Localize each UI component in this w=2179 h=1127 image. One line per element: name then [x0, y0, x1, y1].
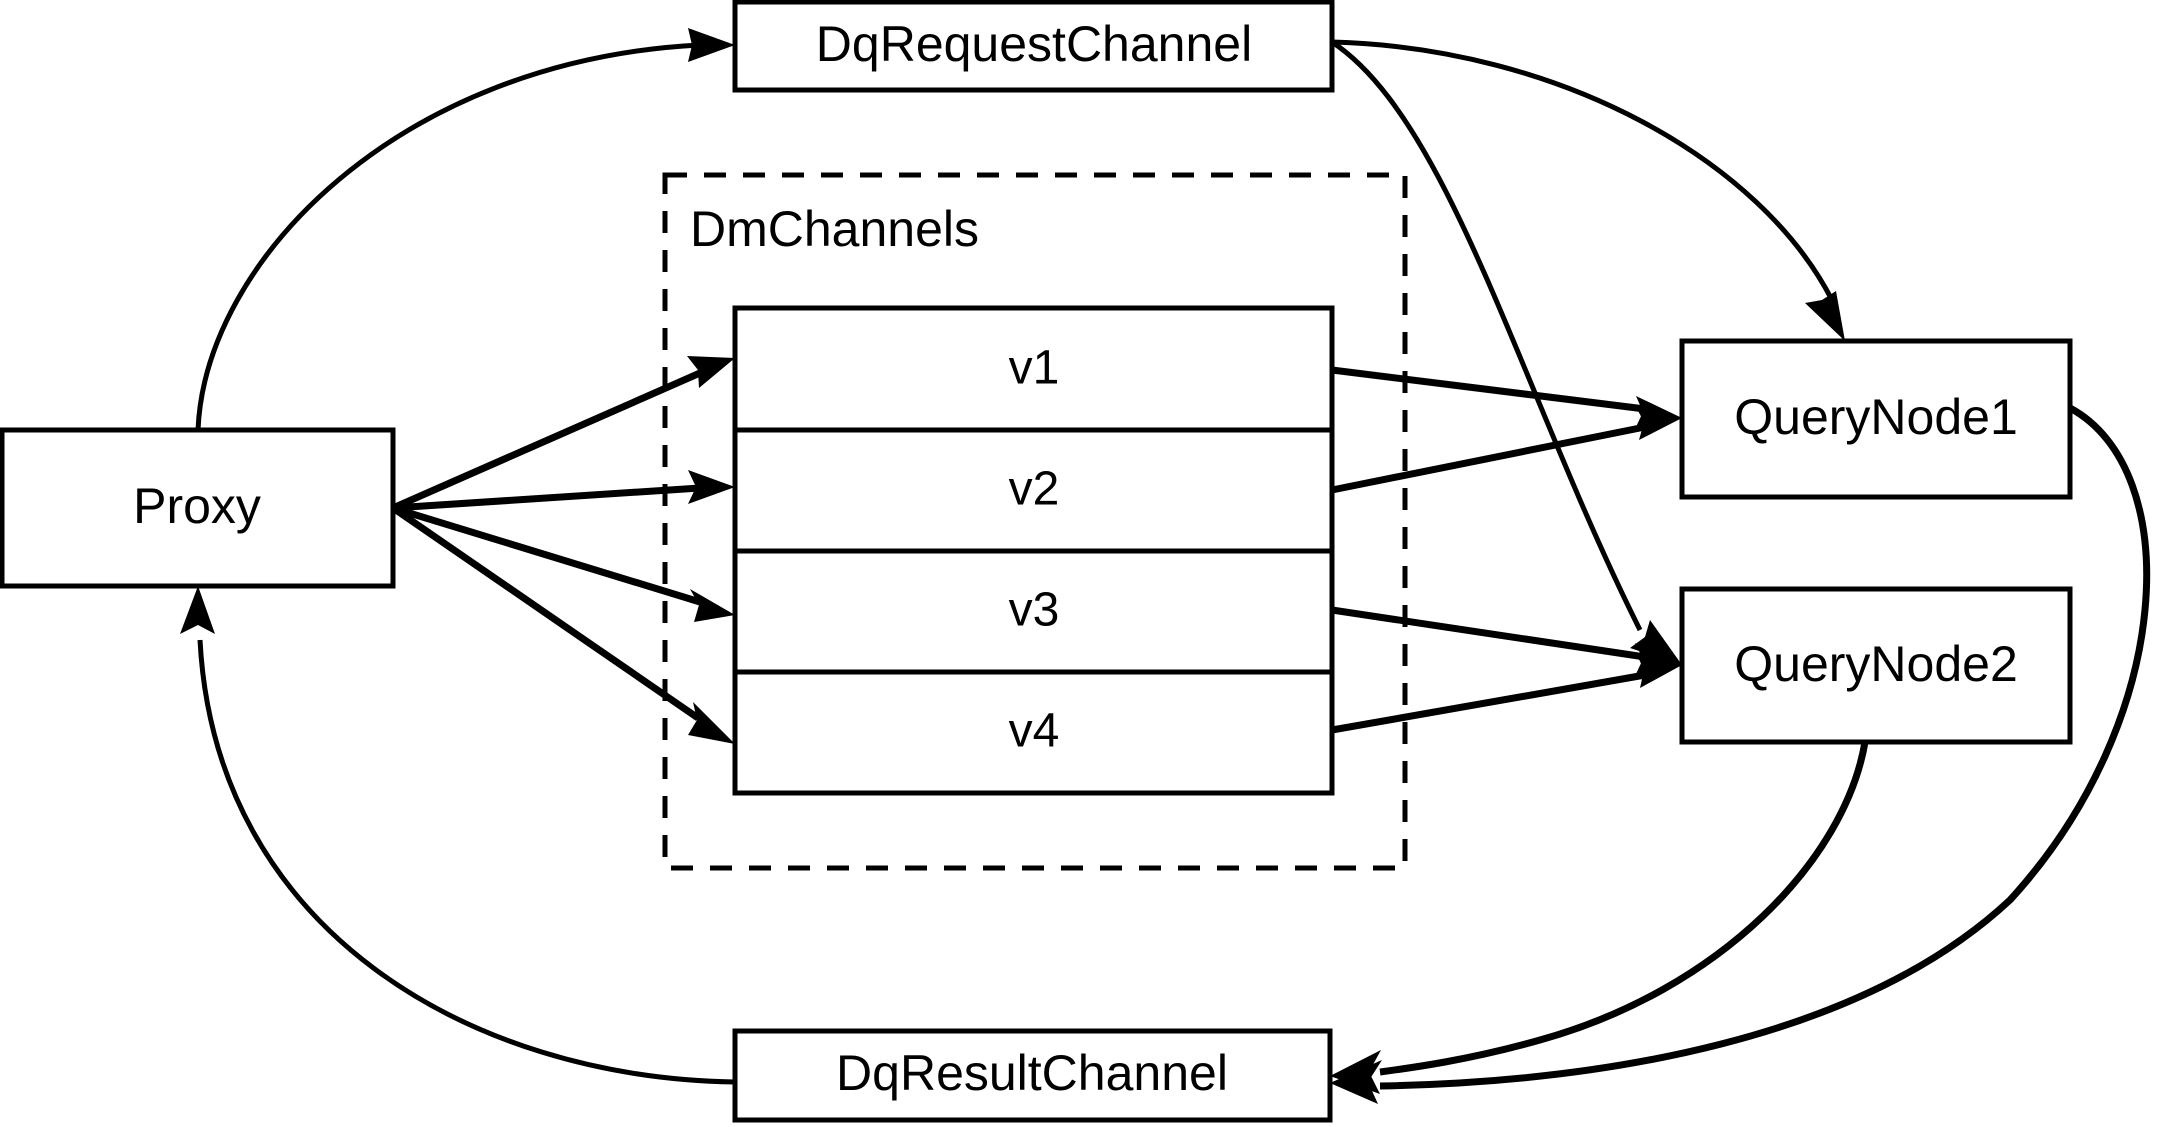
- edge-line: [195, 42, 701, 431]
- node-query-node-2-box[interactable]: [1679, 586, 2073, 745]
- node-proxy-box[interactable]: [0, 427, 396, 589]
- edge-proxy-to-v2: [392, 470, 735, 512]
- edge-v3-to-query-node-2: [1331, 606, 1682, 676]
- arrowhead-icon: [687, 356, 735, 388]
- edge-line: [391, 505, 700, 721]
- node-proxy-label: Proxy: [133, 478, 261, 534]
- edge-query-node-2-to-dq-result-channel: [1330, 741, 1869, 1094]
- edge-line: [1331, 39, 1835, 302]
- arrowhead-icon: [688, 702, 735, 744]
- edge-proxy-to-v3: [391, 504, 735, 622]
- edge-v1-to-query-node-1: [1331, 366, 1682, 429]
- edge-dq-result-channel-to-proxy: [180, 586, 736, 1085]
- node-query-node-1-label: QueryNode1: [1734, 389, 2018, 445]
- node-dq-result-channel-label: DqResultChannel: [836, 1045, 1228, 1101]
- node-dq-request-channel[interactable]: DqRequestChannel: [732, 0, 1335, 93]
- edge-proxy-to-v4: [391, 505, 735, 744]
- dm-channels-group-boundary: [662, 172, 1408, 871]
- edge-line: [1379, 404, 2151, 1090]
- channel-row-v1-label: v1: [1009, 342, 1060, 395]
- arrowhead-icon: [1637, 655, 1682, 688]
- dm-channels-group: DmChannels: [662, 172, 1408, 871]
- edge-line: [1330, 39, 1643, 632]
- arrowhead-icon: [180, 586, 215, 634]
- arrowhead-icon: [1805, 291, 1845, 341]
- edge-proxy-to-dq-request-channel: [195, 28, 735, 431]
- arrowhead-icon: [688, 470, 735, 504]
- node-query-node-2-label: QueryNode2: [1734, 636, 2018, 692]
- channel-row-v4-label: v4: [1009, 705, 1060, 758]
- node-query-node-1-box[interactable]: [1679, 338, 2073, 500]
- edge-line: [392, 484, 701, 512]
- edge-v2-to-query-node-1: [1331, 407, 1682, 494]
- edge-v4-to-query-node-2: [1331, 655, 1682, 734]
- edge-query-node-1-to-dq-result-channel: [1330, 404, 2151, 1104]
- edge-line: [1379, 741, 1869, 1076]
- dm-channels-group-label: DmChannels: [690, 201, 979, 257]
- arrowhead-icon: [1330, 1050, 1381, 1094]
- edge-line: [1331, 606, 1646, 661]
- edge-line: [197, 639, 736, 1085]
- dm-channel-table: v1 v2 v3 v4: [732, 305, 1335, 796]
- edge-dq-request-channel-to-query-node-1: [1331, 39, 1845, 341]
- edge-dq-request-channel-to-query-node-2: [1330, 39, 1682, 665]
- edge-line: [1331, 671, 1646, 734]
- edge-line: [1331, 366, 1646, 413]
- arrowhead-icon: [1630, 620, 1682, 665]
- arrowhead-icon: [1636, 407, 1682, 440]
- channel-row-v3-label: v3: [1009, 584, 1060, 637]
- node-query-node-1[interactable]: QueryNode1: [1679, 338, 2073, 500]
- edge-line: [391, 369, 702, 512]
- node-query-node-2[interactable]: QueryNode2: [1679, 586, 2073, 745]
- edge-line: [391, 504, 702, 606]
- channel-row-v2-label: v2: [1009, 463, 1060, 516]
- edge-proxy-to-v1: [391, 356, 735, 512]
- node-dq-request-channel-box[interactable]: [732, 0, 1335, 93]
- arrowhead-icon: [690, 589, 735, 622]
- node-proxy[interactable]: Proxy: [0, 427, 396, 589]
- edge-line: [1331, 423, 1646, 494]
- node-dq-request-channel-label: DqRequestChannel: [816, 16, 1252, 72]
- node-dq-result-channel[interactable]: DqResultChannel: [732, 1028, 1333, 1123]
- arrowhead-icon: [688, 28, 735, 62]
- node-dq-result-channel-box[interactable]: [732, 1028, 1333, 1123]
